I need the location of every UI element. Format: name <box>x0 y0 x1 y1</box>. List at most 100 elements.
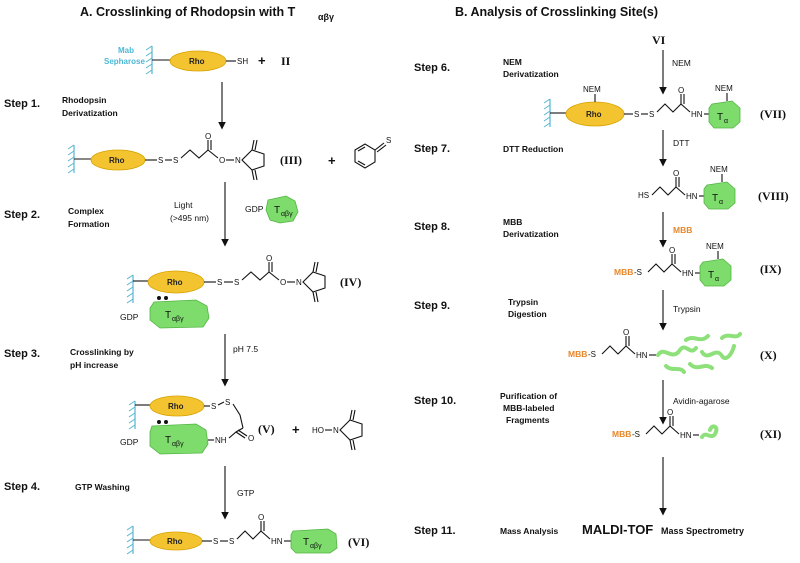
mab-label: Mab <box>118 46 134 55</box>
peptide-fragments <box>656 332 742 374</box>
compound-vii: Rho NEM S S O HN T α NEM (VII) <box>543 84 786 129</box>
step-3-desc2: pH increase <box>70 360 118 370</box>
s-atom: S <box>634 110 639 119</box>
row-start: Mab Sepharose Rho SH + II <box>104 45 291 75</box>
transducin-gdp: GDP T αβγ <box>245 195 299 224</box>
compound-v: Rho S S T αβγ GDP NH O (V) + HO N <box>120 395 363 455</box>
o-atom: O <box>669 246 675 255</box>
compound-vi-label: (VI) <box>348 535 369 549</box>
compound-viii: HS O HN T α NEM (VIII) <box>638 165 789 210</box>
gdp-label: GDP <box>120 437 139 447</box>
panel-b-title: B. Analysis of Crosslinking Site(s) <box>455 5 658 19</box>
o-atom: O <box>673 169 679 178</box>
peptide-fragment <box>700 424 719 439</box>
t-label: T <box>274 205 280 216</box>
rho-label: Rho <box>167 537 183 546</box>
compound-vii-label: (VII) <box>760 107 786 121</box>
step-7-desc: DTT Reduction <box>503 144 563 154</box>
gdp-label: GDP <box>120 312 139 322</box>
mbb-label: MBB <box>612 429 631 439</box>
compound-x-label: (X) <box>760 348 777 362</box>
nem-reagent: NEM <box>672 58 691 68</box>
s-atom: S <box>649 110 654 119</box>
mbb-label: MBB <box>568 349 587 359</box>
s-atom: S <box>173 156 178 165</box>
dtt-reagent: DTT <box>673 138 690 148</box>
s-atom: -S <box>632 430 640 439</box>
nh-label: NH <box>215 436 227 445</box>
sh-label: SH <box>237 57 248 66</box>
step-4-desc: GTP Washing <box>75 482 130 492</box>
step-6-label: Step 6. <box>414 62 450 74</box>
o-atom: O <box>219 156 225 165</box>
step-6-desc: NEM <box>503 57 522 67</box>
step-8-desc2: Derivatization <box>503 229 559 239</box>
n-atom: N <box>296 278 302 287</box>
t-alpha: α <box>715 276 719 283</box>
s-atom: S <box>229 537 234 546</box>
n-atom: N <box>333 426 339 435</box>
o-atom: O <box>667 408 673 417</box>
step-10-desc2: MBB-labeled <box>503 403 554 413</box>
t-sub: αβγ <box>281 211 293 218</box>
step-3-label: Step 3. <box>4 348 40 360</box>
sepharose-label: Sepharose <box>104 57 145 66</box>
step-9-desc2: Digestion <box>508 309 547 319</box>
compound-iv: Rho T αβγ GDP S S O O N (IV) <box>120 254 361 329</box>
step-10-label: Step 10. <box>414 395 456 407</box>
s-atom: S <box>386 136 391 145</box>
step-10-desc3: Fragments <box>506 415 550 425</box>
hn-label: HN <box>686 192 698 201</box>
mbb-reagent: MBB <box>673 225 692 235</box>
rho-label: Rho <box>586 110 602 119</box>
compound-x: MBB -S O HN (X) <box>568 328 777 374</box>
t-label: T <box>303 537 309 548</box>
step-9-desc: Trypsin <box>508 297 538 307</box>
step-11-label: Step 11. <box>414 525 456 537</box>
step-6-desc2: Derivatization <box>503 69 559 79</box>
s-atom: S <box>225 398 230 407</box>
hn-label: HN <box>682 269 694 278</box>
step-11-desc: Mass Analysis <box>500 526 559 536</box>
rho-label: Rho <box>168 402 184 411</box>
o-atom: O <box>678 86 684 95</box>
light-label: Light <box>174 200 193 210</box>
compound-xi: MBB -S O HN (XI) <box>612 408 781 441</box>
step-3-desc: Crosslinking by <box>70 347 134 357</box>
plus-sign: + <box>328 153 336 168</box>
compound-ix-label: (IX) <box>760 262 781 276</box>
s-atom: S <box>158 156 163 165</box>
compound-vi: Rho S S O HN T αβγ (VI) <box>126 513 369 555</box>
hn-label: HN <box>271 537 283 546</box>
step-8-label: Step 8. <box>414 221 450 233</box>
o-atom: O <box>248 434 254 443</box>
step-1-label: Step 1. <box>4 98 40 110</box>
t-sub: αβγ <box>172 316 184 323</box>
t-label: T <box>165 310 171 321</box>
o-atom: O <box>258 513 264 522</box>
step-2-desc: Complex <box>68 206 104 216</box>
panel-a-title: A. Crosslinking of Rhodopsin with T <box>80 5 296 19</box>
step-9-label: Step 9. <box>414 300 450 312</box>
s-atom: S <box>211 402 216 411</box>
compound-ix: MBB -S O HN T α NEM (IX) <box>614 242 781 287</box>
n-atom: N <box>235 156 241 165</box>
o-atom: O <box>280 278 286 287</box>
plus-sign: + <box>292 422 300 437</box>
ho-label: HO <box>312 426 324 435</box>
mass-spectrometry-label: Mass Spectrometry <box>661 526 744 536</box>
compound-vi-top: VI <box>652 33 666 47</box>
gtp-label: GTP <box>237 488 255 498</box>
s-atom: S <box>213 537 218 546</box>
step-1-desc2: Derivatization <box>62 108 118 118</box>
nem-label: NEM <box>706 242 724 251</box>
rho-label: Rho <box>109 156 125 165</box>
compound-ii-label: II <box>281 54 291 68</box>
nem-label: NEM <box>715 84 733 93</box>
step-2-label: Step 2. <box>4 209 40 221</box>
s-atom: -S <box>588 350 596 359</box>
compound-v-label: (V) <box>258 422 275 436</box>
t-alpha: α <box>724 118 728 125</box>
light-wavelength: (>495 nm) <box>170 213 209 223</box>
